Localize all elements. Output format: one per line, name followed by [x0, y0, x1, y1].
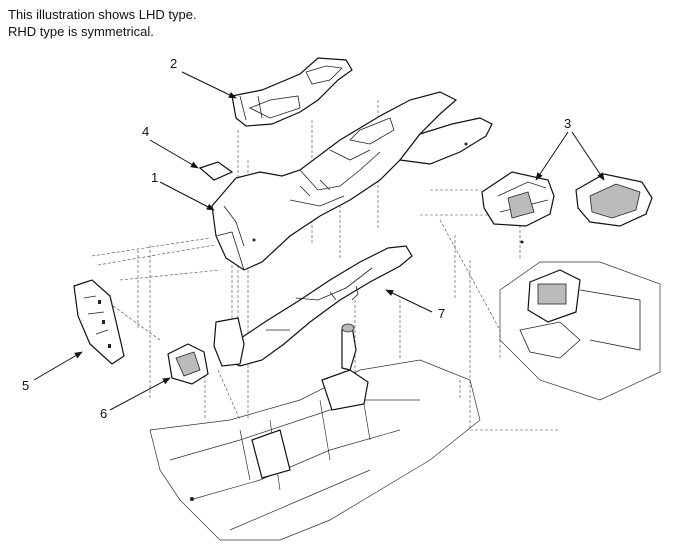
- callout-4: 4: [142, 124, 149, 139]
- callout-3: 3: [564, 116, 571, 131]
- callout-2: 2: [170, 56, 177, 71]
- callout-leaders: [33, 71, 605, 411]
- dashboard-inset: [499, 261, 661, 401]
- callout-7: 7: [438, 306, 445, 321]
- note-line-lhd: This illustration shows LHD type.: [8, 7, 197, 22]
- floor-frame-and-shifter: [149, 323, 481, 541]
- callout-labels: 2 4 1 3 5 6 7: [22, 56, 571, 421]
- part-floor-console: [211, 91, 493, 271]
- callout-6: 6: [100, 406, 107, 421]
- part-rear-air-vents: [481, 171, 653, 244]
- part-rear-air-duct: [213, 245, 413, 367]
- part-upper-console-cover: [231, 57, 353, 127]
- part-side-cover-panel: [73, 279, 125, 365]
- callout-5: 5: [22, 378, 29, 393]
- part-control-module: [167, 343, 209, 385]
- callout-1: 1: [151, 170, 158, 185]
- note-line-rhd: RHD type is symmetrical.: [8, 24, 154, 39]
- part-mat-pad: [198, 161, 234, 181]
- illustration-note: This illustration shows LHD type. RHD ty…: [8, 6, 197, 40]
